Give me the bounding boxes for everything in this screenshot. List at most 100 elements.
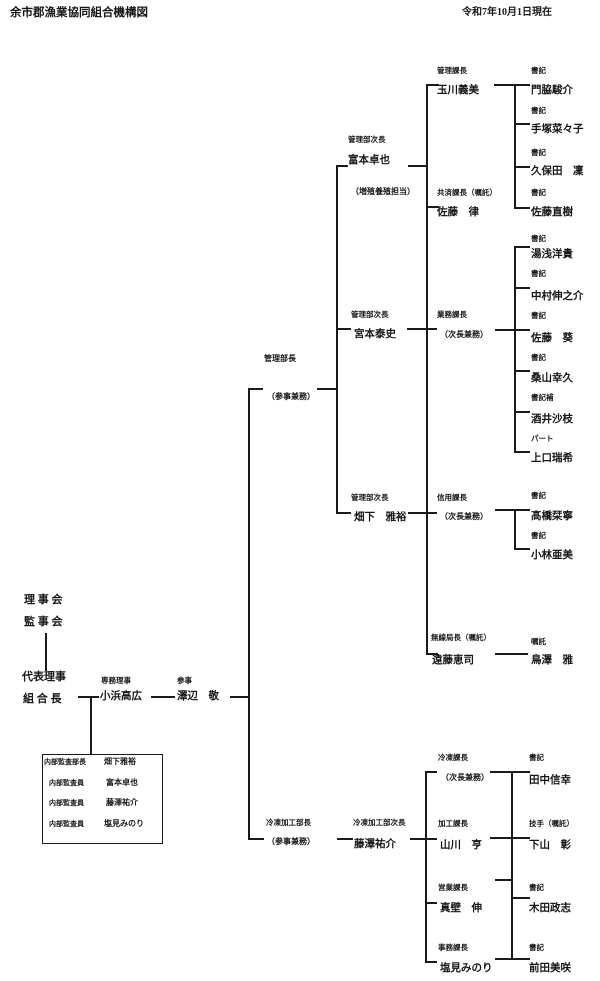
connector-line (410, 838, 437, 840)
staff-title: パート (531, 434, 554, 443)
deputy-name: 富本卓也 (348, 155, 390, 166)
staff-name: 中村伸之介 (531, 291, 584, 302)
connector-line-deputy-trunk (336, 165, 338, 513)
section-chief-sub: （次長兼務） (441, 773, 489, 782)
audit-row-name: 富本卓也 (106, 778, 138, 787)
audit-row-title: 内部監査員 (49, 799, 84, 807)
staff-title: 書記 (531, 106, 546, 115)
connector-line (425, 902, 437, 904)
connector-line (511, 897, 530, 899)
audit-row-title: 内部監査部長 (44, 758, 86, 766)
admin-head-sub: （参事兼務） (267, 392, 315, 401)
deputy-sub: （増殖養殖担当） (351, 187, 415, 196)
audit-row-name: 塩見みのり (104, 819, 144, 828)
section-chief-title: 信用課長 (437, 493, 467, 502)
frozen-head-title: 冷凍加工部長 (266, 818, 311, 827)
connector-line (317, 388, 337, 390)
connector-line (426, 653, 438, 655)
section-chief-name: 佐藤 律 (437, 207, 479, 218)
connector-line (151, 696, 175, 698)
staff-title: 書記 (529, 943, 544, 952)
staff-title: 書記 (531, 269, 546, 278)
connector-line (514, 411, 530, 413)
staff-title: 書記 (531, 353, 546, 362)
managing-director-title: 専務理事 (101, 676, 131, 685)
connector-line (514, 287, 530, 289)
staff-title: 嘱託 (531, 637, 546, 646)
connector-line (230, 696, 249, 698)
staff-name: 鳥澤 雅 (531, 655, 573, 666)
staff-name: 髙橋栞寧 (531, 511, 573, 522)
connector-line (336, 165, 348, 167)
connector-line (78, 696, 99, 698)
staff-name: 湯浅洋貴 (531, 249, 573, 260)
connector-line (495, 329, 530, 331)
section-chief-title: 加工課長 (438, 819, 468, 828)
section-chief-title: 事務課長 (438, 943, 468, 952)
connector-line (337, 838, 353, 840)
connector-line (495, 653, 528, 655)
connector-line-staff-trunk (514, 509, 516, 549)
deputy-title: 冷凍加工部次長 (353, 818, 406, 827)
connector-line (248, 388, 263, 390)
staff-title: 書記 (531, 531, 546, 540)
section-chief-name: 山川 亨 (440, 840, 482, 851)
staff-title: 書記 (531, 188, 546, 197)
connector-line (495, 879, 511, 881)
connector-line (407, 328, 437, 330)
connector-line (426, 206, 439, 208)
connector-line-staff-trunk (511, 771, 513, 959)
staff-name: 手塚菜々子 (531, 124, 584, 135)
staff-name: 木田政志 (529, 903, 571, 914)
connector-line (514, 451, 530, 453)
section-chief-name: 塩見みのり (440, 963, 493, 974)
connector-line (514, 548, 530, 550)
connector-line (425, 771, 437, 773)
page-date: 令和7年10月1日現在 (462, 7, 552, 18)
connector-line (45, 633, 47, 671)
deputy-name: 藤澤祐介 (354, 839, 396, 850)
staff-title: 書記 (531, 234, 546, 243)
audit-row-title: 内部監査員 (49, 820, 84, 828)
staff-title: 書記 (531, 66, 546, 75)
staff-name: 久保田 凜 (531, 166, 584, 177)
connector-line (495, 509, 530, 511)
staff-name: 桑山幸久 (531, 373, 573, 384)
audit-row-name: 畑下雅裕 (104, 757, 136, 766)
connector-line (408, 512, 437, 514)
connector-line (514, 207, 530, 209)
audit-box (42, 754, 163, 844)
connector-line (494, 84, 530, 86)
staff-title: 書記 (529, 753, 544, 762)
connector-line (425, 961, 437, 963)
connector-line-staff-trunk (514, 246, 516, 452)
section-chief-sub: （次長兼務） (440, 330, 488, 339)
staff-name: 小林亜美 (531, 550, 573, 561)
connector-line (336, 512, 351, 514)
connector-line (514, 370, 530, 372)
president-name: 組 合 長 (23, 693, 62, 705)
section-chief-name: 玉川義美 (437, 85, 479, 96)
staff-name: 前田美咲 (529, 963, 571, 974)
section-chief-title: 無線局長（嘱託） (431, 633, 491, 642)
section-chief-name: 真壁 伸 (440, 903, 482, 914)
counselor-name: 澤辺 敬 (177, 691, 219, 702)
president-title: 代表理事 (22, 671, 66, 683)
admin-head-title: 管理部長 (264, 354, 296, 363)
deputy-title: 管理部次長 (351, 310, 389, 319)
section-chief-title: 冷凍課長 (438, 753, 468, 762)
managing-director-name: 小浜高広 (100, 691, 142, 702)
connector-line-main-trunk (248, 388, 250, 839)
staff-title: 書記 (531, 491, 546, 500)
section-chief-title: 共済課長（嘱託） (437, 188, 497, 197)
connector-line (336, 328, 351, 330)
counselor-title: 参事 (177, 676, 192, 685)
section-chief-title: 業務課長 (437, 310, 467, 319)
staff-name: 酒井沙枝 (531, 414, 573, 425)
audit-row-title: 内部監査員 (49, 779, 84, 787)
board-of-auditors-label: 監 事 会 (24, 616, 63, 628)
page-title: 余市郡漁業協同組合機構図 (10, 7, 148, 19)
frozen-head-sub: （参事兼務） (267, 837, 315, 846)
staff-name: 佐藤 葵 (531, 333, 573, 344)
